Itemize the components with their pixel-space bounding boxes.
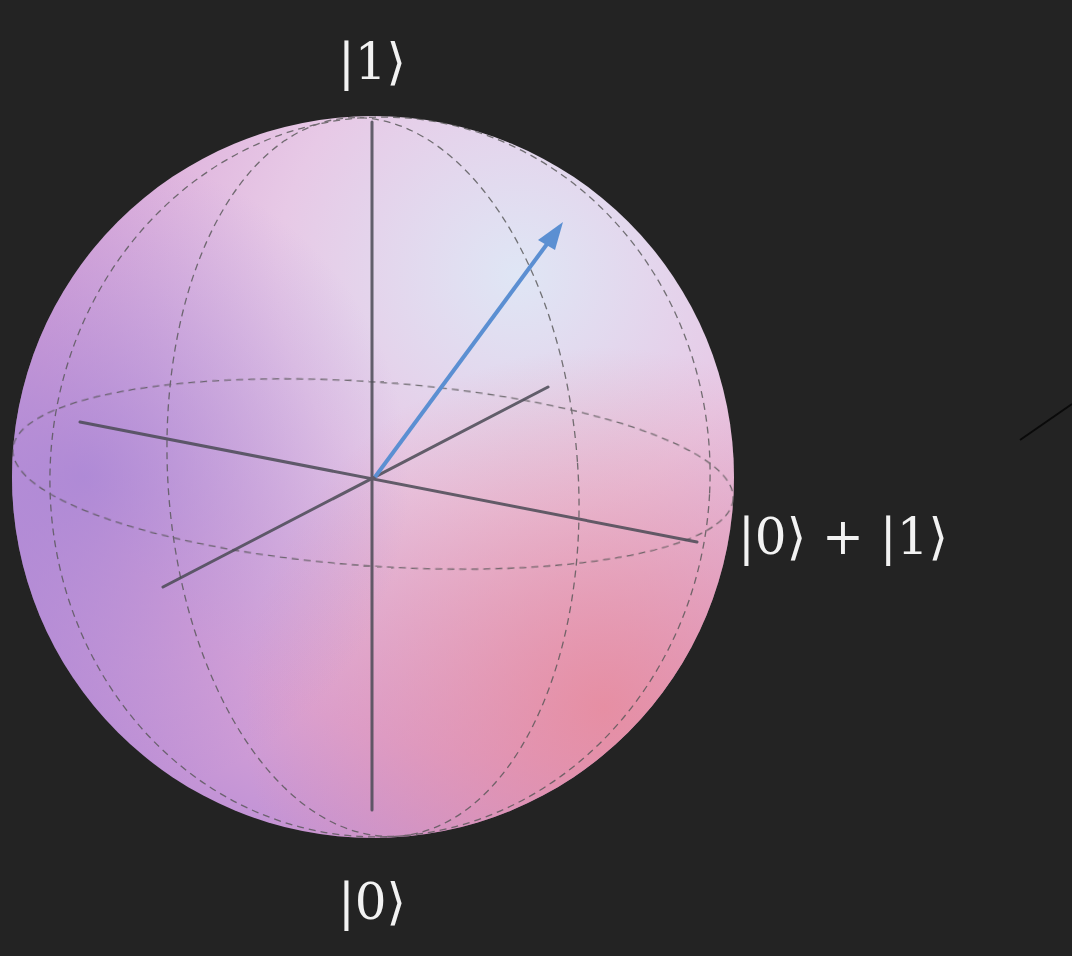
state-label: |0⟩ — [338, 877, 406, 927]
arrow-head — [538, 222, 563, 250]
sphere — [12, 116, 734, 838]
state-vector — [375, 240, 550, 477]
z-axis — [371, 122, 374, 810]
y-axis — [163, 387, 548, 587]
state-label: |1⟩ — [338, 37, 406, 87]
sphere-shade — [12, 116, 734, 838]
x-axis — [80, 422, 697, 542]
meridian — [143, 104, 602, 851]
state-label: |0⟩ + |1⟩ — [738, 512, 948, 562]
meridian — [32, 100, 729, 854]
stray-line — [1020, 404, 1072, 440]
sphere-shade — [12, 116, 734, 838]
